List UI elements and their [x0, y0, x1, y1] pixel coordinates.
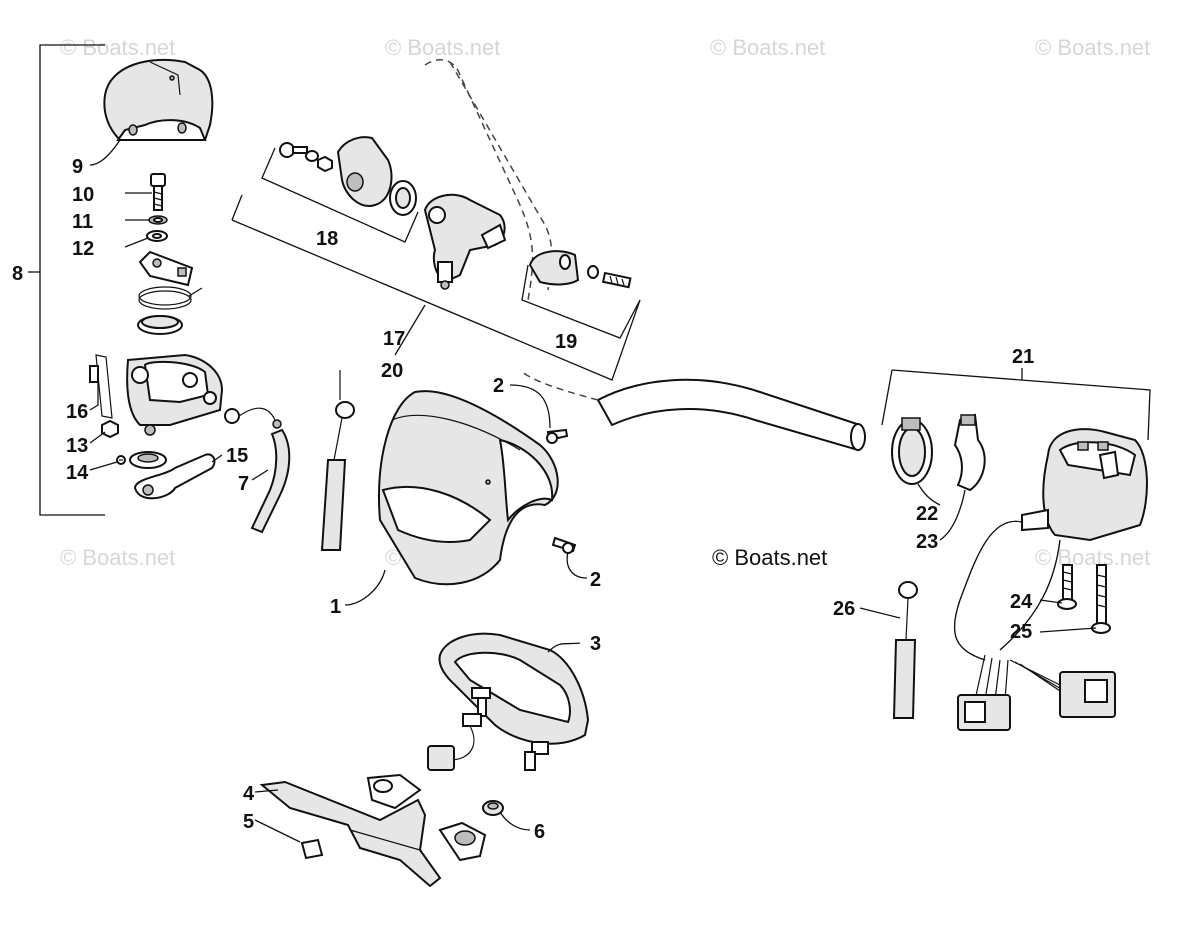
watermark-text: © Boats.net — [385, 35, 500, 60]
switch-housing-parts — [279, 136, 507, 290]
switch-wiring — [953, 520, 1116, 731]
clamp-ring-part-22 — [891, 417, 933, 485]
throttle-lever-part-15 — [129, 451, 216, 500]
seal-ring — [137, 315, 183, 335]
return-spring — [138, 286, 203, 310]
throttle-arm — [138, 250, 194, 287]
mount-bracket-part-4 — [259, 773, 487, 888]
screw-part-14 — [116, 455, 126, 465]
callout-5: 5 — [243, 811, 254, 833]
callout-23: 23 — [916, 531, 938, 553]
throttle-cover-part-9 — [103, 58, 214, 141]
bracket-17 — [231, 194, 641, 381]
watermark-text: © Boats.net — [1035, 35, 1150, 60]
bracket-19 — [521, 264, 641, 339]
handlebar — [424, 59, 866, 452]
callout-12: 12 — [72, 238, 94, 260]
clip-part-23 — [953, 413, 986, 492]
screw-part-2-upper — [546, 428, 569, 444]
screw-part-2-lower — [551, 536, 577, 554]
callout-10: 10 — [72, 184, 94, 206]
watermark-text: © Boats.net — [1035, 545, 1150, 570]
screw-part-10 — [150, 173, 166, 211]
bracket-8 — [28, 44, 105, 516]
callout-labels: 1 2 2 3 4 5 6 7 8 9 10 11 12 13 14 15 16… — [12, 156, 1034, 843]
callout-6: 6 — [534, 821, 545, 843]
callout-9: 9 — [72, 156, 83, 178]
callout-26: 26 — [833, 598, 855, 620]
grommet-part-5 — [300, 838, 324, 860]
copyright-watermark: © Boats.net — [712, 545, 827, 570]
throttle-housing — [89, 353, 224, 436]
bracket-21 — [881, 368, 1151, 441]
callout-11: 11 — [72, 211, 93, 233]
washer-part-12 — [146, 230, 168, 242]
lock-washer-part-11 — [148, 215, 168, 225]
callout-2-lower: 2 — [590, 569, 601, 591]
watermark-group: © Boats.net © Boats.net © Boats.net © Bo… — [60, 35, 1150, 570]
headlight-housing-part-3 — [427, 632, 590, 771]
callout-24: 24 — [1010, 591, 1033, 613]
callout-17: 17 — [383, 328, 405, 350]
callout-13: 13 — [66, 435, 88, 457]
bracket-18 — [261, 147, 419, 243]
cable-boot-part-26 — [892, 581, 918, 719]
clamp-parts — [528, 250, 632, 289]
callout-22: 22 — [916, 503, 938, 525]
watermark-text: © Boats.net — [710, 35, 825, 60]
screw-part-25 — [1091, 564, 1111, 634]
watermark-text: © Boats.net — [60, 35, 175, 60]
callout-4: 4 — [243, 783, 255, 805]
leader-lines — [89, 139, 1097, 843]
watermark-text: © Boats.net — [60, 545, 175, 570]
callout-19: 19 — [555, 331, 577, 353]
grommet-part-6 — [482, 800, 504, 816]
callout-21: 21 — [1012, 346, 1034, 368]
callout-14: 14 — [66, 462, 89, 484]
cable-boot-part-7 — [224, 407, 291, 534]
callout-3: 3 — [590, 633, 601, 655]
callout-15: 15 — [226, 445, 248, 467]
right-switch-housing — [1021, 428, 1148, 542]
callout-8: 8 — [12, 263, 23, 285]
nut-part-13 — [101, 419, 119, 439]
callout-25: 25 — [1010, 621, 1032, 643]
cable-boot-part-20 — [320, 370, 355, 551]
pod-cover-part-1 — [378, 390, 559, 586]
callout-20: 20 — [381, 360, 403, 382]
callout-16: 16 — [66, 401, 88, 423]
callout-18: 18 — [316, 228, 338, 250]
screw-part-24 — [1057, 564, 1077, 610]
callout-2-upper: 2 — [493, 375, 504, 397]
callout-7: 7 — [238, 473, 249, 495]
callout-1: 1 — [330, 596, 341, 618]
